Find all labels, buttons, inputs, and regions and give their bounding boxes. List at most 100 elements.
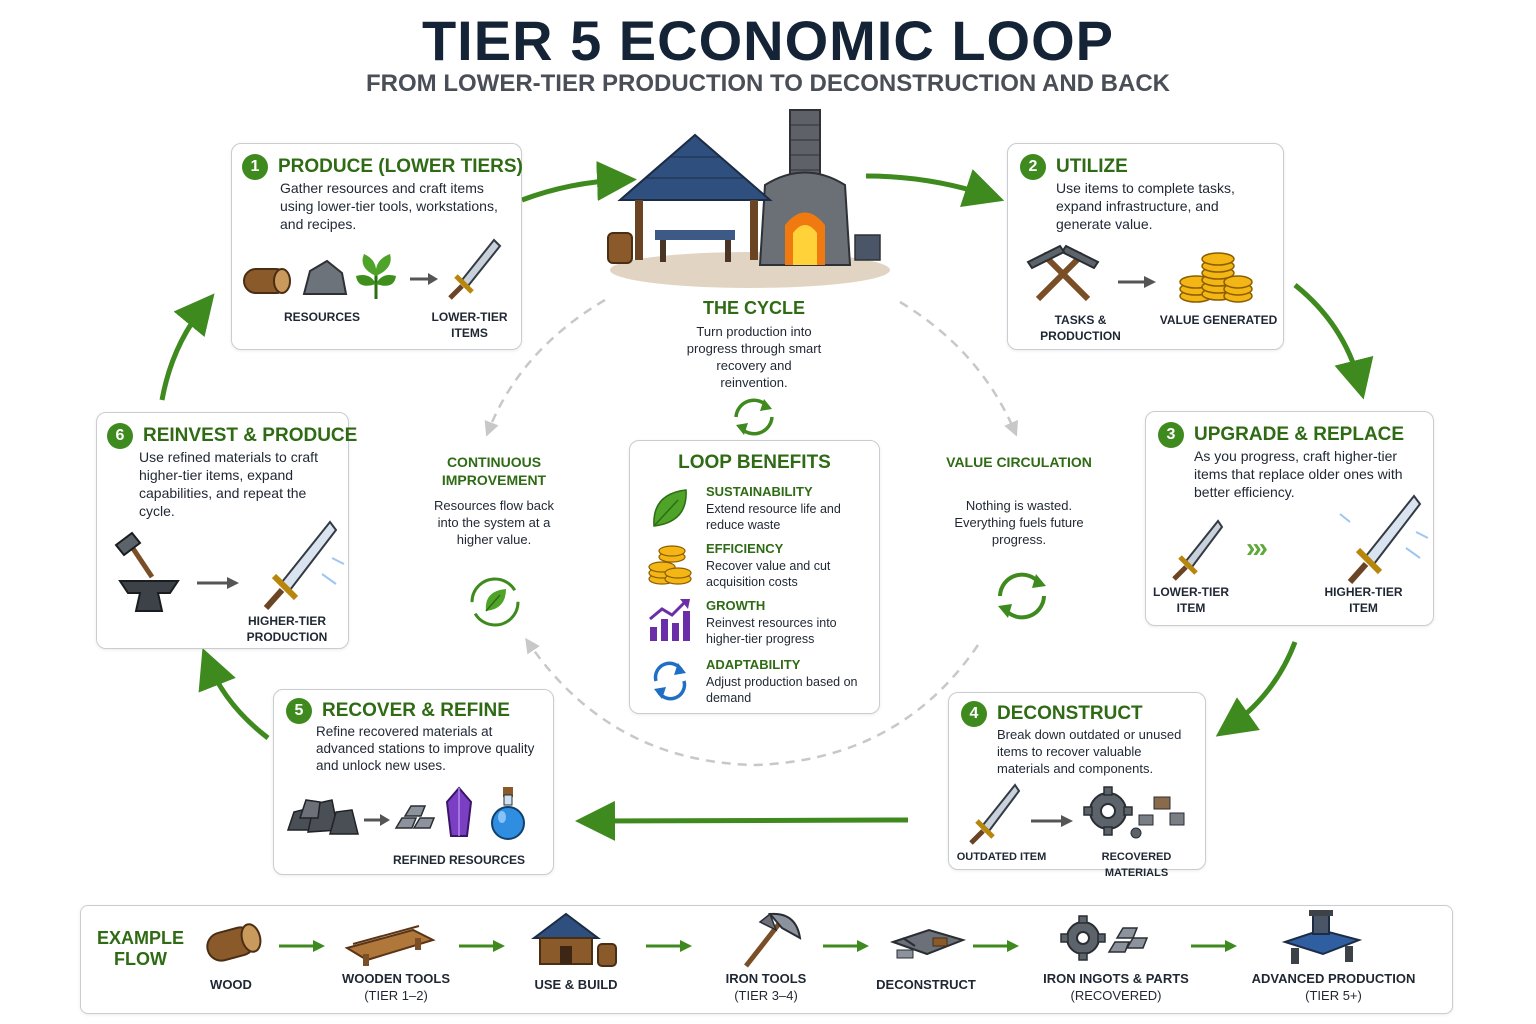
arrow-right-icon — [410, 273, 438, 285]
step-1-desc: Gather resources and craft items using l… — [280, 180, 498, 232]
step-4-desc: Break down outdated or unused items to r… — [997, 727, 1182, 776]
benefit-efficiency-text: Recover value and cut acquisition costs — [706, 559, 831, 589]
outdated-sword-icon — [969, 783, 1021, 845]
step-3-card: 3 UPGRADE & REPLACE As you progress, cra… — [1145, 411, 1434, 626]
benefit-growth-title: GROWTH — [706, 598, 766, 613]
step-5-card: 5 RECOVER & REFINE Refine recovered mate… — [273, 689, 554, 875]
step-4-caption-outdated: OUTDATED ITEM — [956, 851, 1047, 863]
page-title: TIER 5 ECONOMIC LOOP — [421, 9, 1115, 72]
benefit-sustainability-text: Extend resource life and reduce waste — [706, 502, 841, 532]
cycle-text: Turn production into progress through sm… — [686, 324, 822, 390]
step-2-desc: Use items to complete tasks, expand infr… — [1056, 180, 1235, 232]
resources-icon — [243, 254, 396, 299]
continuous-improvement-title: CONTINUOUS IMPROVEMENT — [441, 454, 547, 488]
step-6-title: REINVEST & PRODUCE — [143, 425, 358, 446]
advanced-workstation-icon — [1281, 910, 1363, 964]
gears-ingots-icon — [1060, 915, 1149, 961]
step-2-card: 2 UTILIZE Use items to complete tasks, e… — [1007, 143, 1284, 350]
value-circulation-title: VALUE CIRCULATION — [946, 454, 1092, 470]
cycle-arrows-icon — [734, 398, 774, 436]
step-2-title: UTILIZE — [1056, 156, 1128, 177]
refresh-icon — [653, 661, 687, 701]
step-5-caption-refined: REFINED RESOURCES — [392, 853, 526, 867]
continuous-improvement-text: Resources flow back into the system at a… — [434, 498, 554, 547]
loop-benefits-title: LOOP BENEFITS — [678, 452, 831, 473]
flow-item-wooden-tools: WOODEN TOOLS(TIER 1–2) — [341, 971, 451, 1003]
step-6-desc: Use refined materials to craft higher-ti… — [139, 449, 318, 519]
arrow-right-icon — [1031, 815, 1073, 827]
step-3-desc: As you progress, craft higher-tier items… — [1194, 448, 1403, 500]
arrow-right-icon — [364, 814, 390, 826]
wooden-tools-icon — [344, 925, 436, 966]
arrow-right-icon — [197, 577, 239, 589]
step-6-number: 6 — [107, 423, 133, 449]
deconstruct-parts-icon — [889, 928, 967, 959]
flow-item-iron-ingots: IRON INGOTS & PARTS(RECOVERED) — [1043, 971, 1189, 1003]
sword-icon — [448, 238, 502, 300]
arrow-2-to-3 — [1293, 283, 1374, 400]
arrow-5-to-6 — [198, 648, 270, 740]
step-1-number: 1 — [242, 154, 268, 180]
forge-workshop-icon — [607, 109, 890, 288]
higher-tier-sword-icon — [263, 520, 345, 610]
step-3-title: UPGRADE & REPLACE — [1194, 424, 1405, 445]
crossed-hammers-icon — [1026, 244, 1100, 302]
benefit-adaptability-text: Adjust production based on demand — [706, 675, 858, 705]
flow-item-wood: WOOD — [210, 977, 252, 992]
gear-parts-icon — [1083, 786, 1185, 839]
flow-item-iron-tools: IRON TOOLS(TIER 3–4) — [725, 971, 807, 1003]
flow-item-advanced-production: ADVANCED PRODUCTION(TIER 5+) — [1251, 971, 1416, 1003]
flow-arrow-icon — [1191, 940, 1237, 952]
anvil-hammer-icon — [114, 531, 180, 612]
cycle-title: THE CYCLE — [702, 298, 805, 318]
example-flow-bar: EXAMPLE FLOW WOOD WOODEN TOOLS(TIER 1–2)… — [80, 905, 1453, 1014]
step-1-card: 1 PRODUCE (LOWER TIERS) Gather resources… — [231, 143, 523, 350]
step-1-caption-items: LOWER-TIER ITEMS — [431, 310, 508, 340]
flow-arrow-icon — [646, 940, 692, 952]
step-4-title: DECONSTRUCT — [997, 703, 1143, 724]
arrow-4-to-5 — [575, 800, 909, 841]
value-circulation-text: Nothing is wasted. Everything fuels futu… — [954, 498, 1084, 547]
benefit-sustainability-title: SUSTAINABILITY — [706, 484, 813, 499]
wood-log-icon — [206, 923, 262, 962]
lower-tier-sword-icon — [1172, 519, 1224, 581]
circulation-arrows-icon — [998, 572, 1046, 620]
step-2-caption-tasks: TASKS & PRODUCTION — [1040, 313, 1121, 343]
benefit-adaptability-title: ADAPTABILITY — [706, 657, 801, 672]
arrow-right-icon — [1118, 276, 1156, 288]
purple-crystal-icon — [445, 786, 473, 837]
step-5-number: 5 — [286, 698, 312, 724]
flow-arrow-icon — [459, 940, 505, 952]
flow-arrow-icon — [973, 940, 1019, 952]
step-4-card: 4 DECONSTRUCT Break down outdated or unu… — [948, 692, 1206, 879]
recycle-leaf-icon — [470, 577, 520, 627]
step-3-caption-lower: LOWER-TIER ITEM — [1153, 585, 1229, 615]
leaf-icon — [653, 489, 687, 527]
arrow-6-to-1 — [159, 293, 215, 401]
step-1-caption-resources: RESOURCES — [283, 310, 360, 324]
iron-axe-icon — [744, 912, 802, 968]
step-5-title: RECOVER & REFINE — [322, 700, 510, 721]
house-building-icon — [531, 912, 617, 967]
step-6-caption-production: HIGHER-TIER PRODUCTION — [246, 614, 328, 644]
step-2-number: 2 — [1020, 154, 1046, 180]
ore-pile-icon — [286, 799, 359, 835]
arrow-3-to-4 — [1215, 641, 1298, 737]
example-flow-label: EXAMPLE FLOW — [96, 928, 184, 969]
flow-arrow-icon — [279, 940, 325, 952]
flow-arrow-icon — [823, 940, 869, 952]
benefit-growth-text: Reinvest resources into higher-tier prog… — [706, 616, 837, 646]
coins-icon — [648, 545, 692, 585]
benefit-efficiency-title: EFFICIENCY — [706, 541, 784, 556]
step-4-caption-recovered: RECOVERED MATERIALS — [1101, 851, 1172, 879]
growth-chart-icon — [649, 599, 690, 641]
step-3-caption-higher: HIGHER-TIER ITEM — [1324, 585, 1403, 615]
higher-tier-sword-icon — [1339, 494, 1429, 584]
step-5-desc: Refine recovered materials at advanced s… — [316, 724, 535, 773]
step-3-number: 3 — [1158, 422, 1184, 448]
gold-coins-icon — [1179, 252, 1253, 303]
metal-ingots-icon — [394, 805, 436, 829]
page-subtitle: FROM LOWER-TIER PRODUCTION TO DECONSTRUC… — [366, 70, 1170, 97]
step-2-caption-value: VALUE GENERATED — [1159, 313, 1278, 327]
